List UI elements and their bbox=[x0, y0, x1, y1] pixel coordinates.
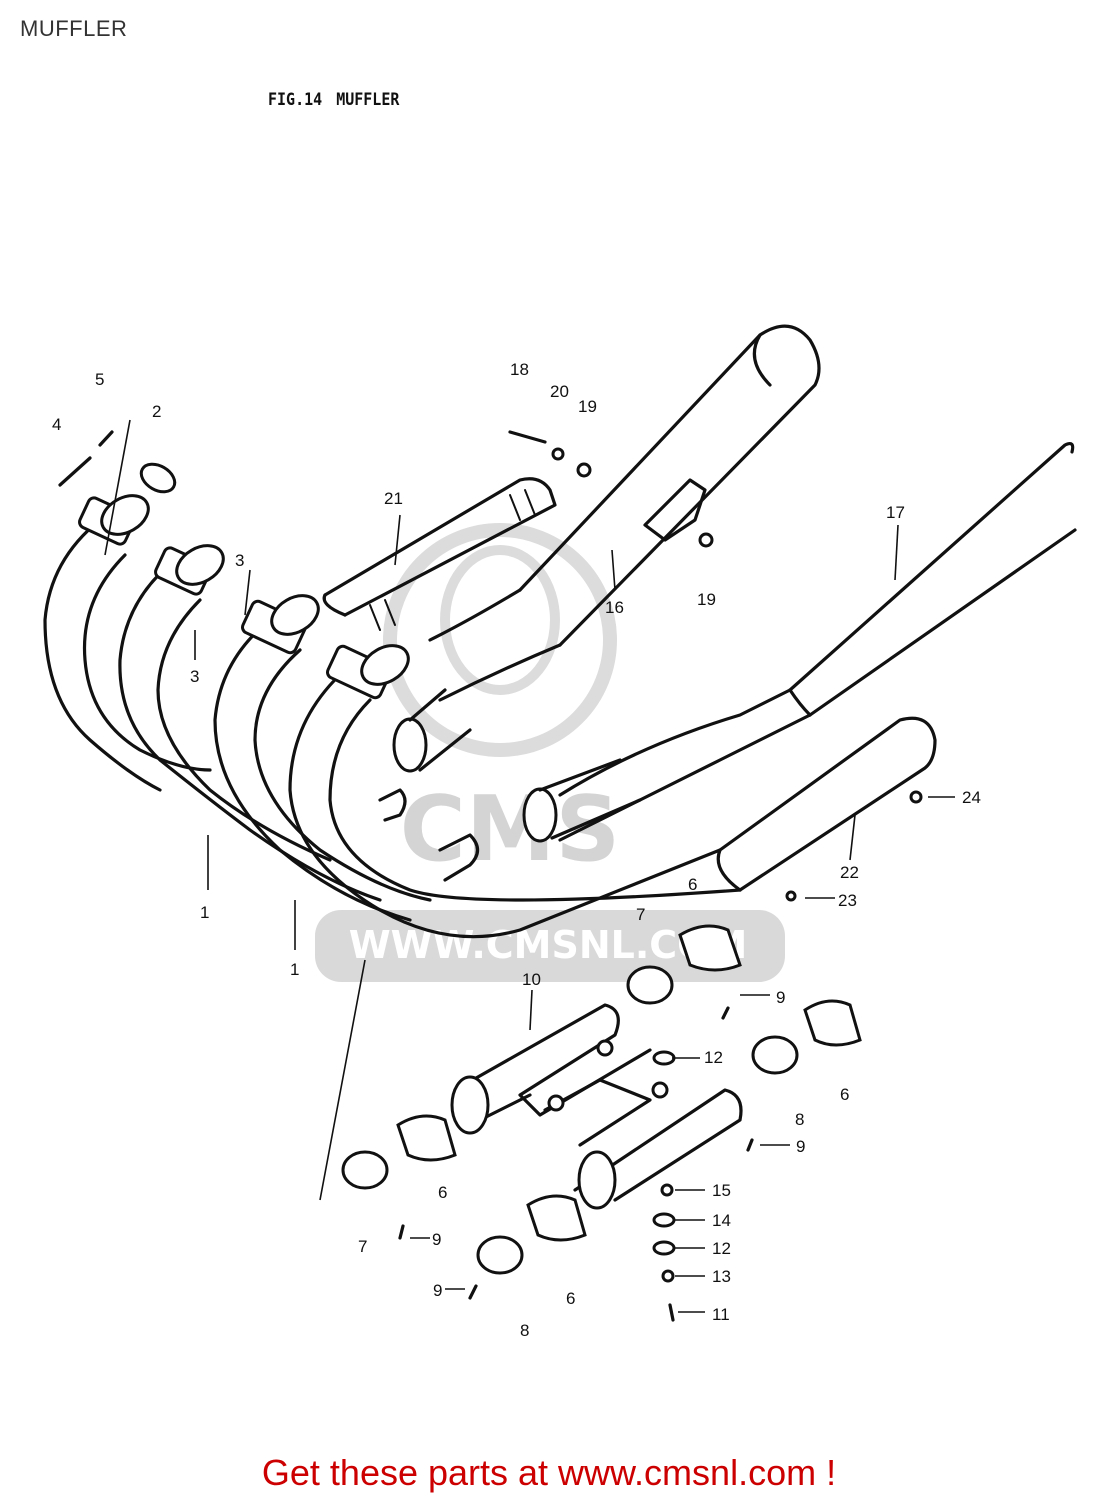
callout-7: 7 bbox=[636, 905, 645, 924]
callout-15: 15 bbox=[712, 1181, 731, 1200]
callout-9: 9 bbox=[432, 1230, 441, 1249]
muffler-assembly bbox=[322, 324, 1077, 892]
callout-6: 6 bbox=[438, 1183, 447, 1202]
callout-8: 8 bbox=[520, 1321, 529, 1340]
callout-12: 12 bbox=[712, 1239, 731, 1258]
figure-number: FIG.14 bbox=[268, 88, 323, 110]
watermark-emblem bbox=[383, 523, 617, 757]
callout-5: 5 bbox=[95, 370, 104, 389]
callout-13: 13 bbox=[712, 1267, 731, 1286]
watermark-brand: CMS bbox=[400, 777, 620, 882]
callout-2: 2 bbox=[152, 402, 161, 421]
callout-17: 17 bbox=[886, 503, 905, 522]
watermark-url: WWW.CMSNL.COM bbox=[349, 923, 748, 967]
callout-18: 18 bbox=[510, 360, 529, 379]
figure-caption: FIG.14 MUFFLER bbox=[268, 89, 413, 110]
callout-labels: 1 1 2 3 3 4 5 6 6 6 6 7 7 8 8 9 9 9 9 10… bbox=[52, 360, 981, 1340]
callout-6: 6 bbox=[688, 875, 697, 894]
callout-10: 10 bbox=[522, 970, 541, 989]
small-parts bbox=[58, 430, 923, 902]
callout-22: 22 bbox=[840, 863, 859, 882]
callout-3: 3 bbox=[235, 551, 244, 570]
callout-11: 11 bbox=[712, 1305, 730, 1324]
footer-link[interactable]: Get these parts at www.cmsnl.com ! bbox=[261, 1452, 837, 1493]
callout-1: 1 bbox=[200, 903, 209, 922]
callout-9: 9 bbox=[433, 1281, 442, 1300]
callout-19: 19 bbox=[697, 590, 716, 609]
exhaust-headers bbox=[43, 494, 742, 939]
callout-4: 4 bbox=[52, 415, 61, 434]
callout-16: 16 bbox=[605, 598, 624, 617]
callout-9: 9 bbox=[796, 1137, 805, 1156]
callout-6: 6 bbox=[566, 1289, 575, 1308]
callout-3: 3 bbox=[190, 667, 199, 686]
callout-19: 19 bbox=[578, 397, 597, 416]
callout-21: 21 bbox=[384, 489, 403, 508]
callout-12: 12 bbox=[704, 1048, 723, 1067]
callout-23: 23 bbox=[838, 891, 857, 910]
crossover-pipe bbox=[341, 924, 862, 1322]
callout-6: 6 bbox=[840, 1085, 849, 1104]
callout-1: 1 bbox=[290, 960, 299, 979]
callout-24: 24 bbox=[962, 788, 981, 807]
callout-8: 8 bbox=[795, 1110, 804, 1129]
callout-20: 20 bbox=[550, 382, 569, 401]
callout-7: 7 bbox=[358, 1237, 367, 1256]
leader-lines bbox=[104, 419, 955, 1313]
callout-9: 9 bbox=[776, 988, 785, 1007]
page-title: MUFFLER bbox=[20, 16, 128, 41]
watermark-banner bbox=[315, 910, 785, 982]
callout-14: 14 bbox=[712, 1211, 731, 1230]
figure-name: MUFFLER bbox=[336, 88, 400, 110]
